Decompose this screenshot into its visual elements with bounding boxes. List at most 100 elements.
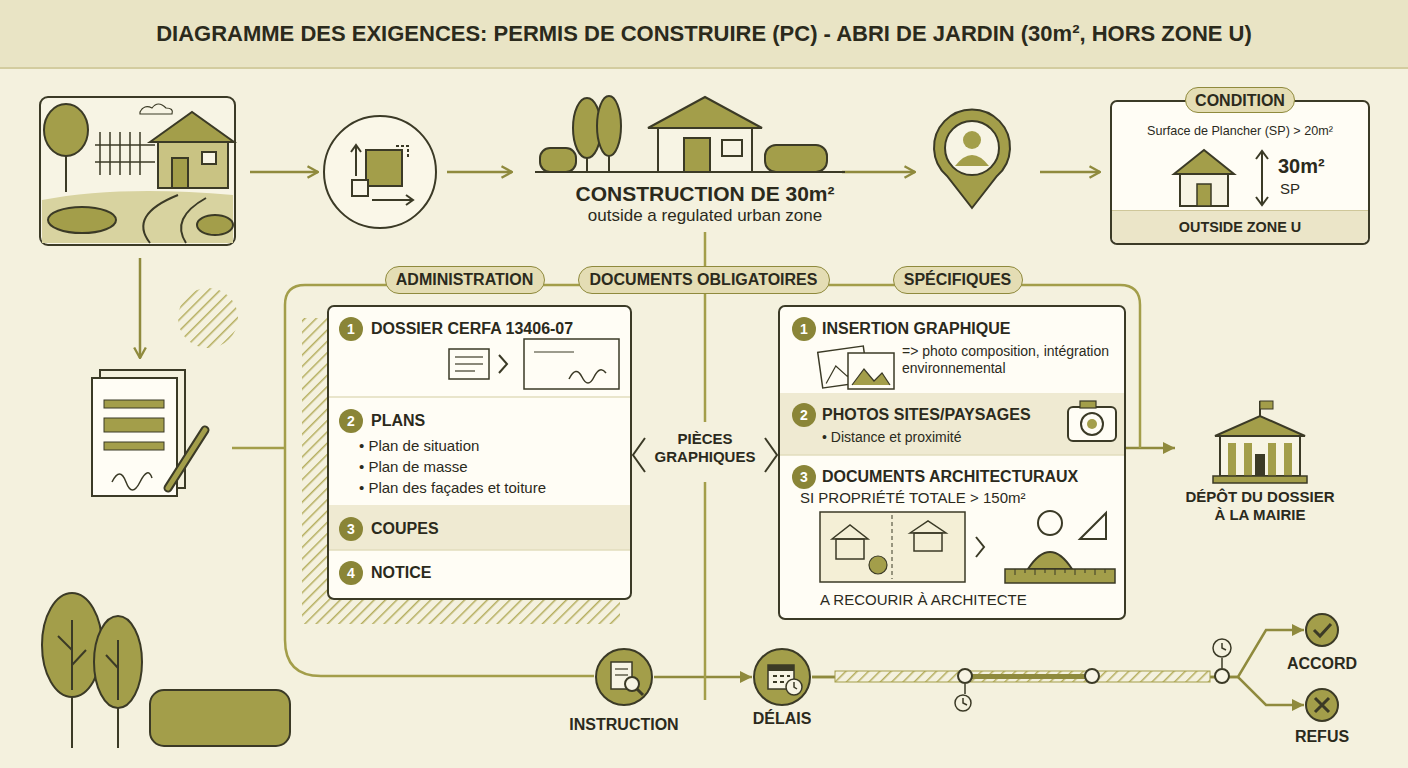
- center-label: PIÈCES GRAPHIQUES: [650, 430, 760, 466]
- decor-polyline: [351, 145, 361, 152]
- decor-line: [455, 363, 483, 364]
- node-heading: 2: [339, 409, 363, 433]
- section-pill: DOCUMENTS OBLIGATOIRES: [578, 266, 830, 294]
- decor-g: [95, 132, 155, 175]
- diagram-title: DIAGRAMME DES EXIGENCES: PERMIS DE CONST…: [0, 0, 1408, 68]
- node-heading: 3: [339, 517, 363, 541]
- decor-line: [615, 668, 628, 669]
- decor-rect: [835, 671, 1210, 682]
- decor-ellipse: [94, 616, 142, 708]
- decor-line: [72, 650, 86, 665]
- garden-shed-illustration: [535, 96, 845, 172]
- decor-rect: [684, 138, 710, 172]
- decor-rect: [914, 533, 942, 551]
- decor-circle: [1306, 689, 1338, 721]
- callout-number: 1: [792, 317, 816, 341]
- decor-polyline: [396, 146, 408, 158]
- decor-path: [569, 370, 606, 383]
- decor-circle: [955, 695, 971, 711]
- decor-rect: [836, 539, 864, 559]
- decor-polygon: [1215, 416, 1305, 436]
- decor-rect: [104, 400, 164, 408]
- decor-path: [232, 447, 285, 450]
- decor-circle: [625, 677, 639, 691]
- outcome-circle: REFUS: [1304, 687, 1340, 723]
- decor-line: [447, 171, 512, 174]
- decor-line: [637, 689, 643, 695]
- decor-rect: [202, 152, 216, 164]
- callout-number: 3: [339, 517, 363, 541]
- location-pin: [934, 109, 1010, 208]
- garden-landscape: [40, 97, 235, 245]
- node-text: => photo composition, intégration enviro…: [902, 343, 1122, 377]
- decor-rect: [40, 97, 235, 245]
- node-heading: REFUS: [1272, 727, 1372, 746]
- decor-polyline: [406, 195, 413, 205]
- decor-rect: [1068, 407, 1116, 441]
- section-pill: ADMINISTRATION: [385, 266, 545, 294]
- decor-path: [140, 104, 172, 114]
- node-heading: DOCUMENTS OBLIGATOIRES: [579, 267, 828, 292]
- decor-rect: [1284, 443, 1292, 476]
- decor-line: [964, 684, 966, 694]
- decor-polygon: [832, 525, 868, 539]
- decor-line: [168, 430, 205, 488]
- decor-line: [455, 356, 483, 357]
- decor-line: [1040, 171, 1100, 174]
- node-heading: INSERTION GRAPHIQUE: [822, 319, 1010, 338]
- trees-bottom: [42, 593, 290, 748]
- decor-line: [534, 351, 574, 352]
- decor-path: [42, 191, 233, 243]
- decor-circle: [1038, 511, 1062, 535]
- decor-rect: [449, 349, 489, 379]
- decor-line: [109, 132, 111, 175]
- decor-line: [71, 620, 73, 690]
- decor-polyline: [1222, 643, 1226, 650]
- node-heading: 1: [339, 317, 363, 341]
- node-text: • Plan de situation: [359, 437, 479, 455]
- step-circle: INSTRUCTION: [594, 647, 654, 707]
- step-circle: DÉLAIS: [752, 647, 812, 707]
- specific-panel: INSERTION GRAPHIQUE => photo composition,…: [778, 305, 1126, 620]
- decor-rect: [1080, 401, 1096, 408]
- node-text: SP: [1280, 180, 1300, 198]
- decor-line: [117, 640, 119, 700]
- node-text: • Distance et proximité: [822, 429, 962, 446]
- callout-number: 1: [339, 317, 363, 341]
- node-text: OUTSIDE ZONE U: [1112, 210, 1368, 243]
- decor-rect: [1213, 476, 1307, 483]
- decor-line: [329, 549, 630, 551]
- decor-polygon: [1080, 513, 1106, 539]
- decor-rect: [722, 140, 742, 156]
- decor-line: [139, 258, 142, 358]
- node-text: PHOTOS SITES/PAYSAGES: [822, 405, 1031, 424]
- decor-path: [1315, 698, 1329, 712]
- decor-line: [139, 132, 141, 175]
- decor-ellipse: [42, 593, 102, 697]
- node-heading: CONDITION: [1185, 87, 1295, 113]
- document-icon: [92, 370, 205, 496]
- decor-rect: [768, 665, 794, 671]
- decor-line: [1261, 152, 1263, 204]
- decor-line: [119, 132, 121, 175]
- node-heading: DÉPÔT DU DOSSIER À LA MAIRIE: [1182, 488, 1338, 524]
- decor-rect: [1255, 454, 1265, 476]
- flow-connector: [812, 630, 1304, 677]
- decor-circle: [869, 556, 887, 574]
- decor-rect: [92, 378, 177, 496]
- decor-rect: [1228, 443, 1236, 476]
- decor-polyline: [852, 369, 890, 385]
- decor-line: [168, 430, 205, 488]
- decor-rect: [0, 0, 1408, 68]
- callout-number: 4: [339, 561, 363, 585]
- decor-rect: [352, 180, 368, 196]
- decor-polyline: [794, 682, 797, 689]
- decor-polygon: [648, 97, 762, 128]
- decor-polyline: [765, 438, 777, 472]
- decor-line: [842, 171, 915, 174]
- decor-path: [1015, 569, 1105, 575]
- decor-rect: [524, 339, 619, 389]
- node-text: A RECOURIR À ARCHITECTE: [820, 591, 1027, 609]
- decor-line: [250, 171, 318, 174]
- decor-circle: [945, 121, 999, 175]
